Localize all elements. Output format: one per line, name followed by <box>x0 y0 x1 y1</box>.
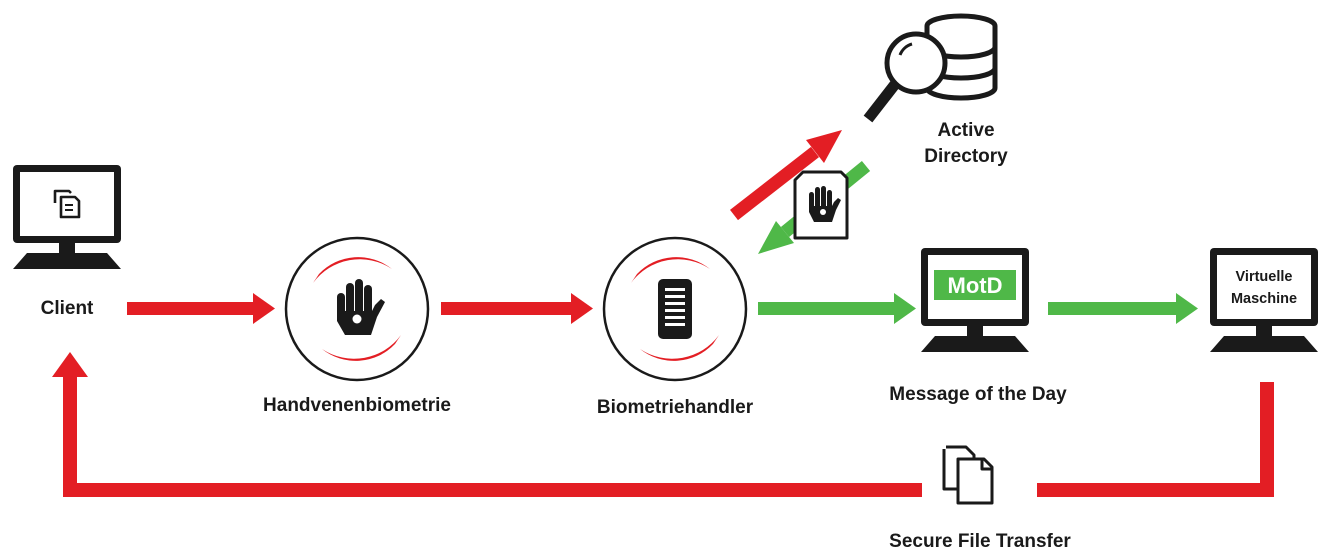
return-path-left-segment <box>63 375 922 497</box>
return-arrow-head <box>52 352 88 377</box>
arrow-client-to-handvenen <box>127 293 275 324</box>
vm-screen-line1: Virtuelle <box>1236 269 1293 285</box>
copy-icon <box>53 189 81 219</box>
motd-label: Message of the Day <box>889 384 1067 405</box>
vm-monitor: Virtuelle Maschine <box>1210 248 1318 352</box>
arrow-motd-to-vm <box>1048 293 1198 324</box>
handler-label: Biometriehandler <box>596 397 754 418</box>
client-label: Client <box>40 298 94 319</box>
server-icon <box>658 279 692 339</box>
arrow-handvenen-to-handler <box>441 293 593 324</box>
vm-screen-line2: Maschine <box>1231 291 1297 307</box>
database-search-icon <box>863 13 998 123</box>
copy-files-icon <box>942 445 994 505</box>
hand-card-icon <box>793 170 849 240</box>
handler-node <box>602 236 748 382</box>
motd-screen-text: MotD <box>948 273 1003 298</box>
arrow-handler-to-motd <box>758 293 916 324</box>
motd-badge <box>934 270 1016 300</box>
client-monitor <box>13 165 121 269</box>
return-path-right-segment <box>1037 382 1274 497</box>
ad-label-line2: Directory <box>924 146 1008 167</box>
ad-label-line1: Active <box>937 120 995 141</box>
return-path-arrow <box>52 352 1274 497</box>
sft-label: Secure File Transfer <box>889 531 1071 552</box>
motd-monitor: MotD <box>921 248 1029 352</box>
handvenen-label: Handvenenbiometrie <box>263 395 451 416</box>
handvenen-node <box>284 236 430 382</box>
arrow-handler-to-ad <box>730 130 842 221</box>
hand-icon <box>337 279 385 335</box>
